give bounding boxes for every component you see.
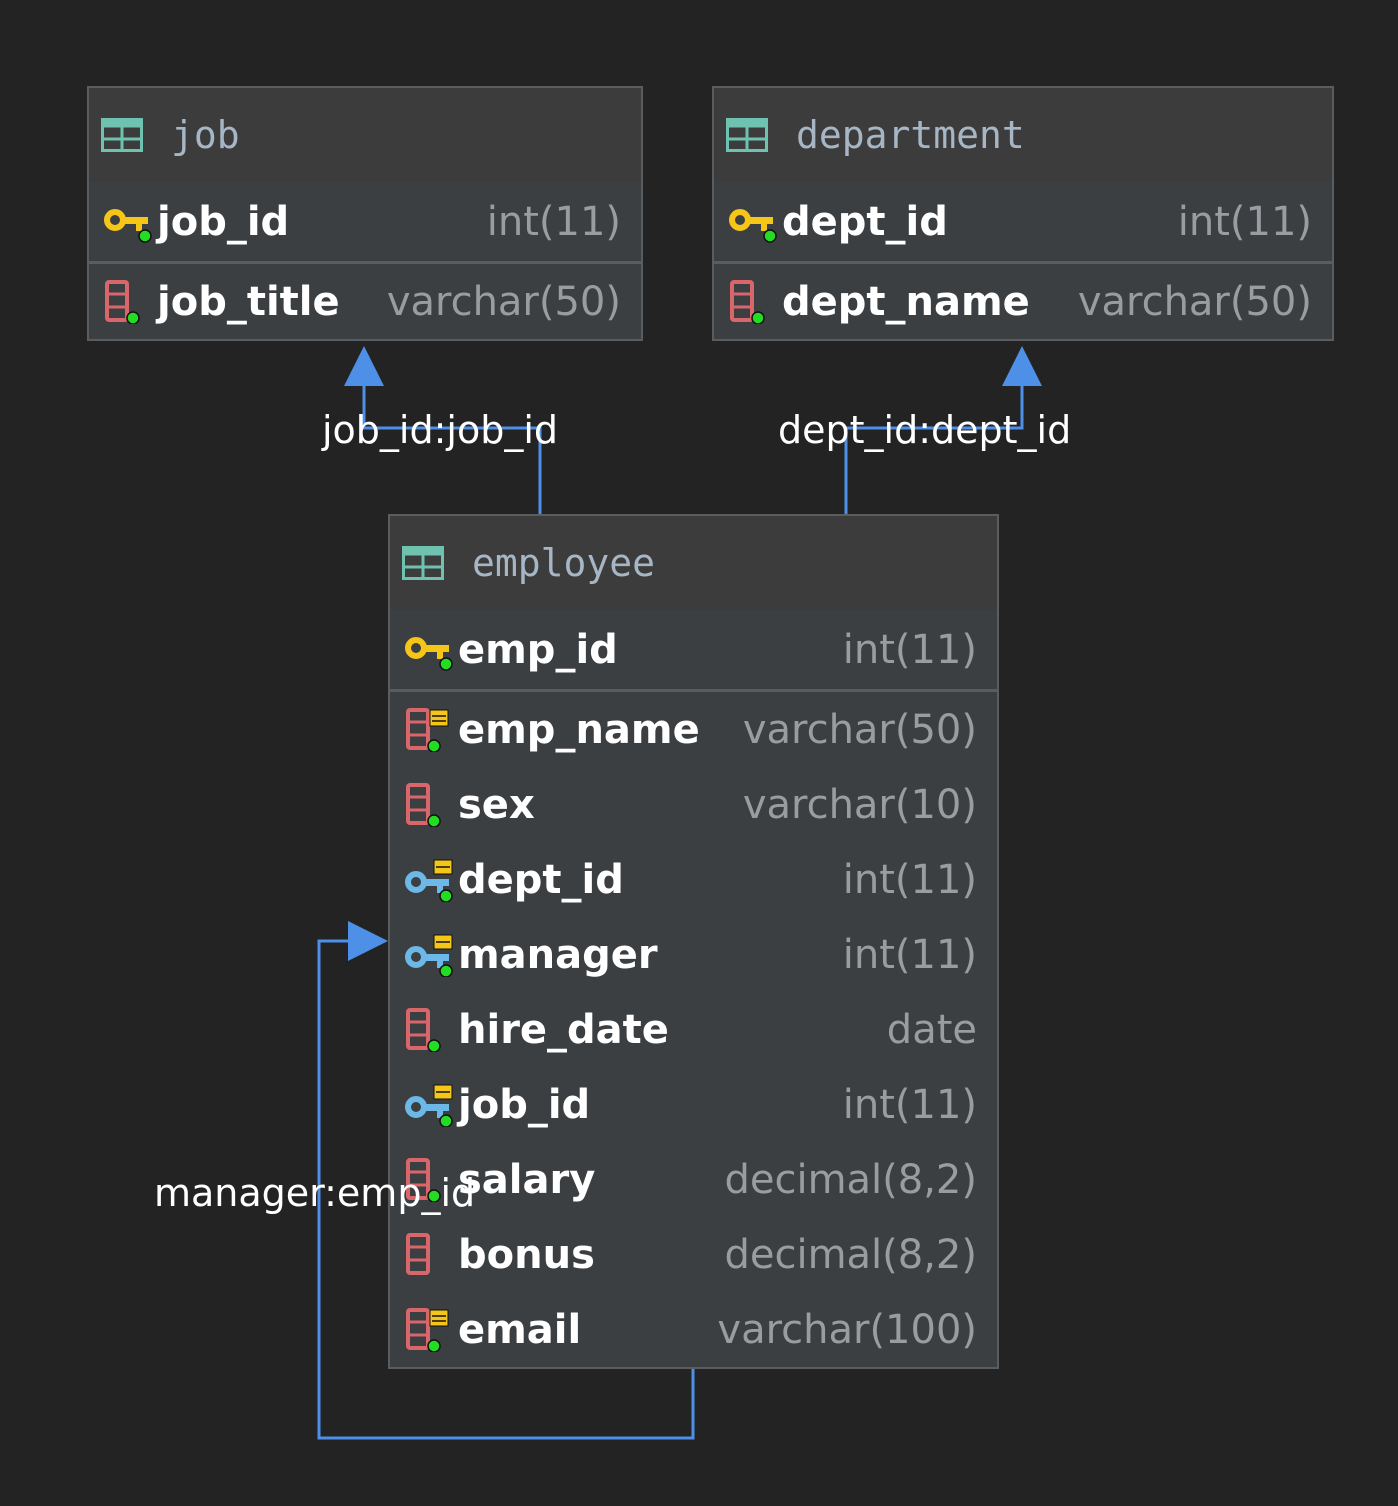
- column-row-manager[interactable]: manager int(11): [390, 917, 997, 992]
- column-type: int(11): [486, 198, 621, 245]
- primary-key-section: emp_id int(11): [390, 610, 997, 692]
- table-name: employee: [472, 541, 656, 585]
- column-name: hire_date: [458, 1006, 669, 1053]
- column-icon: [404, 782, 454, 828]
- column-name: salary: [458, 1156, 596, 1203]
- column-name: manager: [458, 931, 658, 978]
- column-type: int(11): [1177, 198, 1312, 245]
- relation-arrow-manager: [348, 921, 388, 961]
- relation-label-job: job_id:job_id: [322, 408, 559, 452]
- column-row-email[interactable]: email varchar(100): [390, 1292, 997, 1367]
- column-row-sex[interactable]: sex varchar(10): [390, 767, 997, 842]
- table-name: job: [171, 113, 240, 157]
- table-header[interactable]: employee: [390, 516, 997, 610]
- column-name: email: [458, 1306, 582, 1353]
- column-type: int(11): [842, 856, 977, 903]
- foreign-key-icon: [404, 1083, 454, 1128]
- column-name: dept_id: [782, 198, 948, 245]
- column-type: varchar(50): [386, 278, 621, 325]
- column-row-emp-name[interactable]: emp_name varchar(50): [390, 692, 997, 767]
- columns-section: dept_name varchar(50): [714, 264, 1332, 339]
- column-row-dept-id[interactable]: dept_id int(11): [390, 842, 997, 917]
- table-employee[interactable]: employee emp_id int(11) emp_name varchar(50)…: [388, 514, 999, 1369]
- column-type: int(11): [842, 1081, 977, 1128]
- primary-key-section: job_id int(11): [89, 182, 641, 264]
- columns-section: job_title varchar(50): [89, 264, 641, 339]
- table-header[interactable]: department: [714, 88, 1332, 182]
- column-type: varchar(50): [742, 706, 977, 753]
- column-name: job_id: [458, 1081, 591, 1128]
- table-department[interactable]: department dept_id int(11) dept_name varchar…: [712, 86, 1334, 341]
- column-type: varchar(50): [1077, 278, 1312, 325]
- primary-key-section: dept_id int(11): [714, 182, 1332, 264]
- column-name: emp_name: [458, 706, 700, 753]
- column-row-job-id[interactable]: job_id int(11): [390, 1067, 997, 1142]
- foreign-key-icon: [404, 933, 454, 978]
- foreign-key-icon: [404, 858, 454, 903]
- column-row-dept-name[interactable]: dept_name varchar(50): [714, 264, 1332, 339]
- indexed-column-icon: [404, 1307, 454, 1353]
- column-type: int(11): [842, 931, 977, 978]
- column-row-dept-id[interactable]: dept_id int(11): [714, 182, 1332, 261]
- relation-arrow-job: [344, 346, 384, 386]
- column-name: dept_name: [782, 278, 1030, 325]
- column-type: date: [886, 1006, 977, 1053]
- column-type: decimal(8,2): [724, 1231, 977, 1278]
- primary-key-icon: [103, 200, 153, 244]
- column-type: int(11): [842, 626, 977, 673]
- column-icon: [728, 279, 778, 325]
- table-job[interactable]: job job_id int(11) job_title varchar(50): [87, 86, 643, 341]
- column-name: job_title: [157, 278, 340, 325]
- table-icon: [101, 118, 143, 152]
- relation-label-department: dept_id:dept_id: [778, 408, 1072, 452]
- relation-arrow-department: [1002, 346, 1042, 386]
- column-name: sex: [458, 781, 535, 828]
- columns-section: emp_name varchar(50) sex varchar(10) dept_id…: [390, 692, 997, 1367]
- column-row-job-id[interactable]: job_id int(11): [89, 182, 641, 261]
- column-icon: [404, 1007, 454, 1053]
- column-name: bonus: [458, 1231, 595, 1278]
- column-row-hire-date[interactable]: hire_date date: [390, 992, 997, 1067]
- table-icon: [402, 546, 444, 580]
- column-row-emp-id[interactable]: emp_id int(11): [390, 610, 997, 689]
- column-row-salary[interactable]: salary decimal(8,2): [390, 1142, 997, 1217]
- column-type: decimal(8,2): [724, 1156, 977, 1203]
- column-icon-nullable: [404, 1232, 454, 1277]
- column-name: dept_id: [458, 856, 624, 903]
- column-icon: [404, 1157, 454, 1203]
- primary-key-icon: [404, 628, 454, 672]
- column-type: varchar(10): [742, 781, 977, 828]
- table-header[interactable]: job: [89, 88, 641, 182]
- indexed-column-icon: [404, 707, 454, 753]
- primary-key-icon: [728, 200, 778, 244]
- table-icon: [726, 118, 768, 152]
- column-row-bonus[interactable]: bonus decimal(8,2): [390, 1217, 997, 1292]
- relation-label-manager: manager:emp_id: [154, 1171, 476, 1215]
- column-type: varchar(100): [717, 1306, 977, 1353]
- column-name: job_id: [157, 198, 290, 245]
- column-icon: [103, 279, 153, 325]
- column-name: emp_id: [458, 626, 618, 673]
- column-row-job-title[interactable]: job_title varchar(50): [89, 264, 641, 339]
- table-name: department: [796, 113, 1025, 157]
